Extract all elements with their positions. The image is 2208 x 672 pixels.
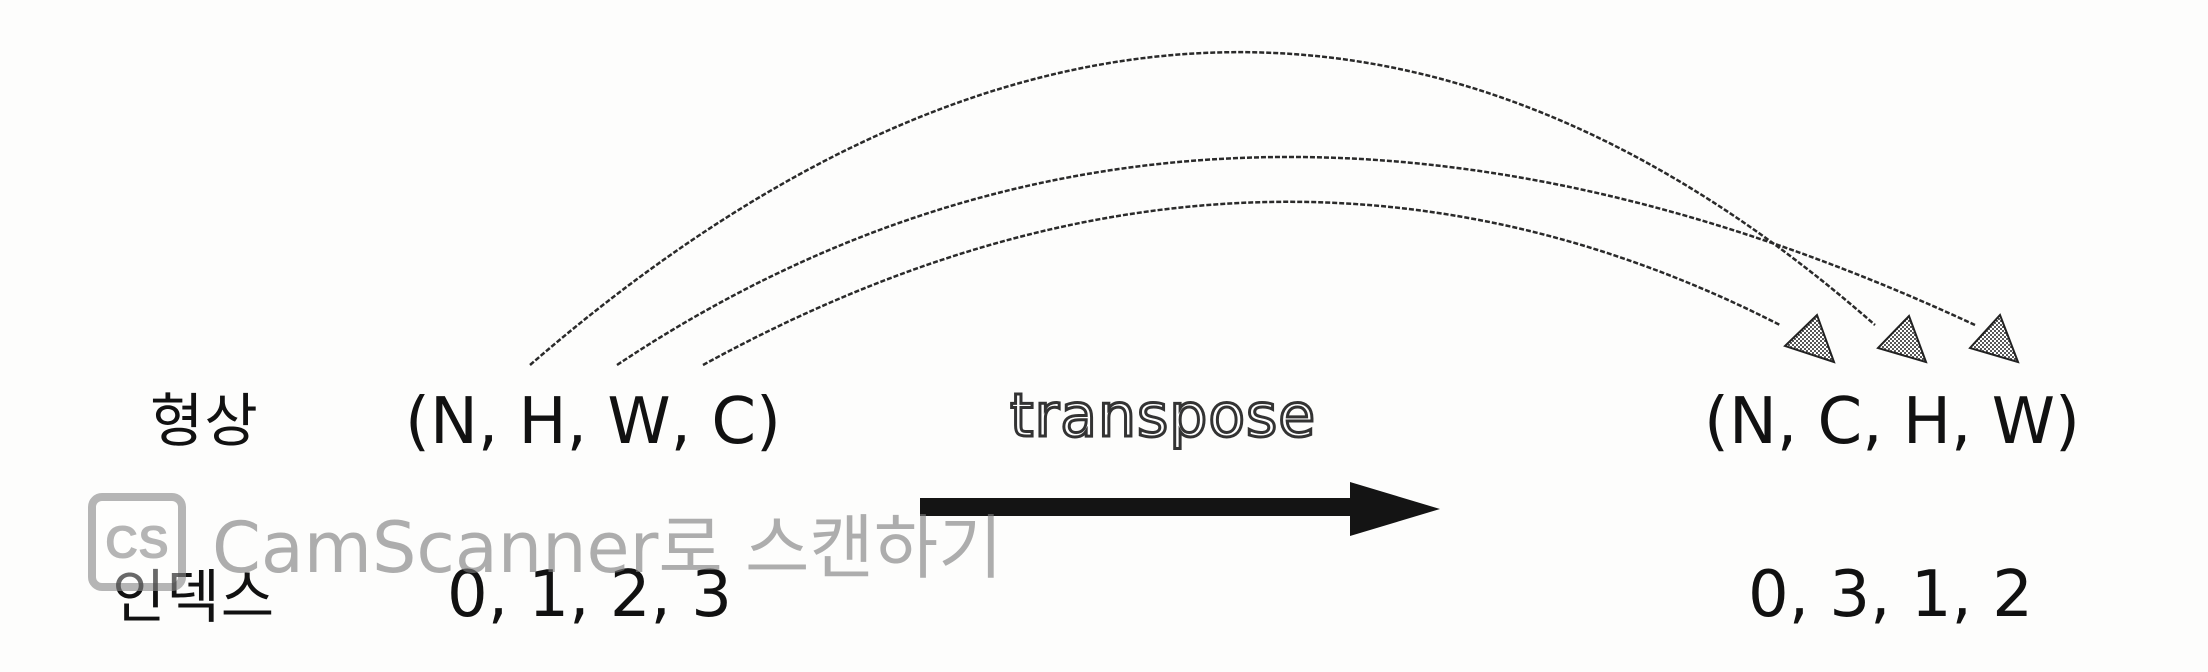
arrowhead-w (1968, 313, 2020, 364)
transpose-label: transpose (1008, 381, 1317, 451)
index-row-label: 인덱스 (112, 563, 276, 631)
target-indices: 0, 3, 1, 2 (1748, 558, 2033, 632)
arrowhead-h (1876, 314, 1928, 364)
mapping-arc-h (529, 50, 1876, 366)
source-shape: (N, H, W, C) (405, 385, 781, 459)
watermark-text: CamScanner로 스캔하기 (212, 506, 1003, 589)
arrowhead-c (1783, 313, 1836, 364)
camscanner-watermark: CS CamScanner로 스캔하기 (88, 492, 1003, 592)
camscanner-logo: CS (88, 493, 186, 591)
mapping-arc-w (616, 155, 1976, 367)
transpose-arrow (920, 482, 1440, 536)
target-shape: (N, C, H, W) (1704, 385, 2080, 459)
source-indices: 0, 1, 2, 3 (447, 558, 732, 632)
mapping-arc-c (702, 200, 1781, 367)
shape-row-label: 형상 (150, 387, 259, 455)
